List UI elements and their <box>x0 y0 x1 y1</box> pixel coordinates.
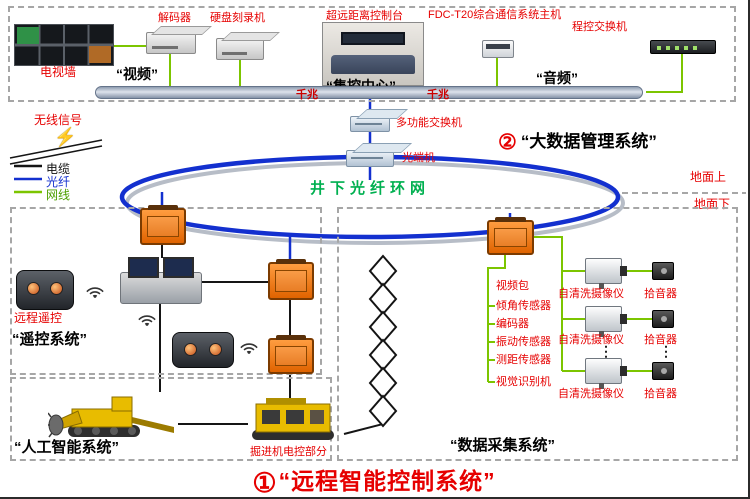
camera-icon-2 <box>585 306 627 337</box>
fiber-ring-label: 井下光纤环网 <box>309 180 430 197</box>
legend-network-label: 网线 <box>46 188 71 202</box>
audio-group-label: “音频” <box>536 70 578 86</box>
camera-label-3: 自清洗摄像仪 <box>558 388 624 400</box>
pickup-icon-1 <box>652 262 674 280</box>
sensor-label-vibration: 振动传感器 <box>496 336 551 348</box>
lightning-icon: ⚡ <box>54 127 77 147</box>
roadheader-image <box>48 396 174 438</box>
daq-section-frame <box>337 207 738 461</box>
main-title-number: ① <box>252 468 277 498</box>
cable-chain <box>368 254 398 428</box>
camera-icon-1 <box>585 258 627 289</box>
decoder-label: 解码器 <box>158 12 191 24</box>
gigabit-label-left: 千兆 <box>296 89 318 101</box>
camera-label-1: 自清洗摄像仪 <box>558 288 624 300</box>
backbone-bar: 千兆 千兆 <box>95 86 643 101</box>
sensor-label-vision: 视觉识别机 <box>496 376 551 388</box>
multifunction-switch-label: 多功能交换机 <box>396 117 462 129</box>
pickup-label-1: 拾音器 <box>644 288 677 300</box>
pickup-ellipsis: ⋮ <box>659 343 673 359</box>
wifi-icon-3 <box>240 343 258 354</box>
recorder-label: 硬盘刻录机 <box>210 12 265 24</box>
wifi-icon-1 <box>86 287 104 298</box>
flameproof-box-remote-bottom <box>268 335 314 374</box>
pbx-device <box>650 40 716 54</box>
big-data-title: ②“大数据管理系统” <box>498 127 657 155</box>
ai-system-label: “人工智能系统” <box>14 439 120 456</box>
pickup-label-2: 拾音器 <box>644 334 677 346</box>
sensor-label-tilt: 倾角传感器 <box>496 300 551 312</box>
multifunction-switch-icon <box>350 116 390 132</box>
sensor-label-ranging: 测距传感器 <box>496 354 551 366</box>
legend-cable-label: 电缆 <box>46 162 71 176</box>
cable-lines <box>9 139 384 435</box>
gigabit-label-right: 千兆 <box>427 89 449 101</box>
optical-terminal-label: 光端机 <box>402 152 435 164</box>
pickup-icon-3 <box>652 362 674 380</box>
comm-host-label: FDC-T20综合通信系统主机 <box>428 9 562 21</box>
machine-controller-image <box>252 398 334 440</box>
pickup-icon-2 <box>652 310 674 328</box>
remote-controller-1 <box>16 270 74 310</box>
pbx-label: 程控交换机 <box>572 21 627 33</box>
tv-wall-image <box>14 24 114 66</box>
network-lines <box>14 45 683 383</box>
camera-icon-3 <box>585 358 627 389</box>
big-data-number: ② <box>498 131 517 154</box>
console-label: 超远距离控制台 <box>326 10 403 22</box>
remote-controller-2 <box>172 332 234 368</box>
control-room-image <box>322 22 424 86</box>
flameproof-box-daq <box>487 217 534 255</box>
sensor-label-encoder: 编码器 <box>496 318 529 330</box>
big-data-label: “大数据管理系统” <box>520 132 657 151</box>
comm-host-device <box>482 40 514 58</box>
tv-wall-label: 电视墙 <box>40 65 77 79</box>
optical-terminal-icon <box>346 150 394 167</box>
main-title-text: “远程智能控制系统” <box>278 468 496 494</box>
legend-fiber-label: 光纤 <box>46 175 71 189</box>
decoder-device <box>146 32 196 54</box>
video-group-label: “视频” <box>116 66 158 82</box>
wireless-signal-label: 无线信号 <box>34 113 83 127</box>
remote-control-label: 远程遥控 <box>14 311 63 325</box>
operator-console <box>120 257 202 304</box>
main-title: ①“远程智能控制系统” <box>0 462 748 498</box>
surface-section-frame <box>8 6 736 102</box>
ground-above-label: 地面上 <box>690 170 727 184</box>
pickup-label-3: 拾音器 <box>644 388 677 400</box>
daq-system-label: “数据采集系统” <box>450 437 556 454</box>
camera-label-2: 自清洗摄像仪 <box>558 334 624 346</box>
recorder-device <box>216 38 264 60</box>
wifi-icon-2 <box>138 315 156 326</box>
video-pack-label: 视频包 <box>496 280 529 292</box>
flameproof-box-remote-mid <box>268 259 314 300</box>
remote-system-label: “遥控系统” <box>12 331 88 348</box>
flameproof-box-remote-top <box>140 205 186 245</box>
ai-section-frame <box>10 377 332 461</box>
machine-controller-label: 掘进机电控部分 <box>250 446 327 458</box>
camera-ellipsis: ⋮ <box>599 343 613 359</box>
